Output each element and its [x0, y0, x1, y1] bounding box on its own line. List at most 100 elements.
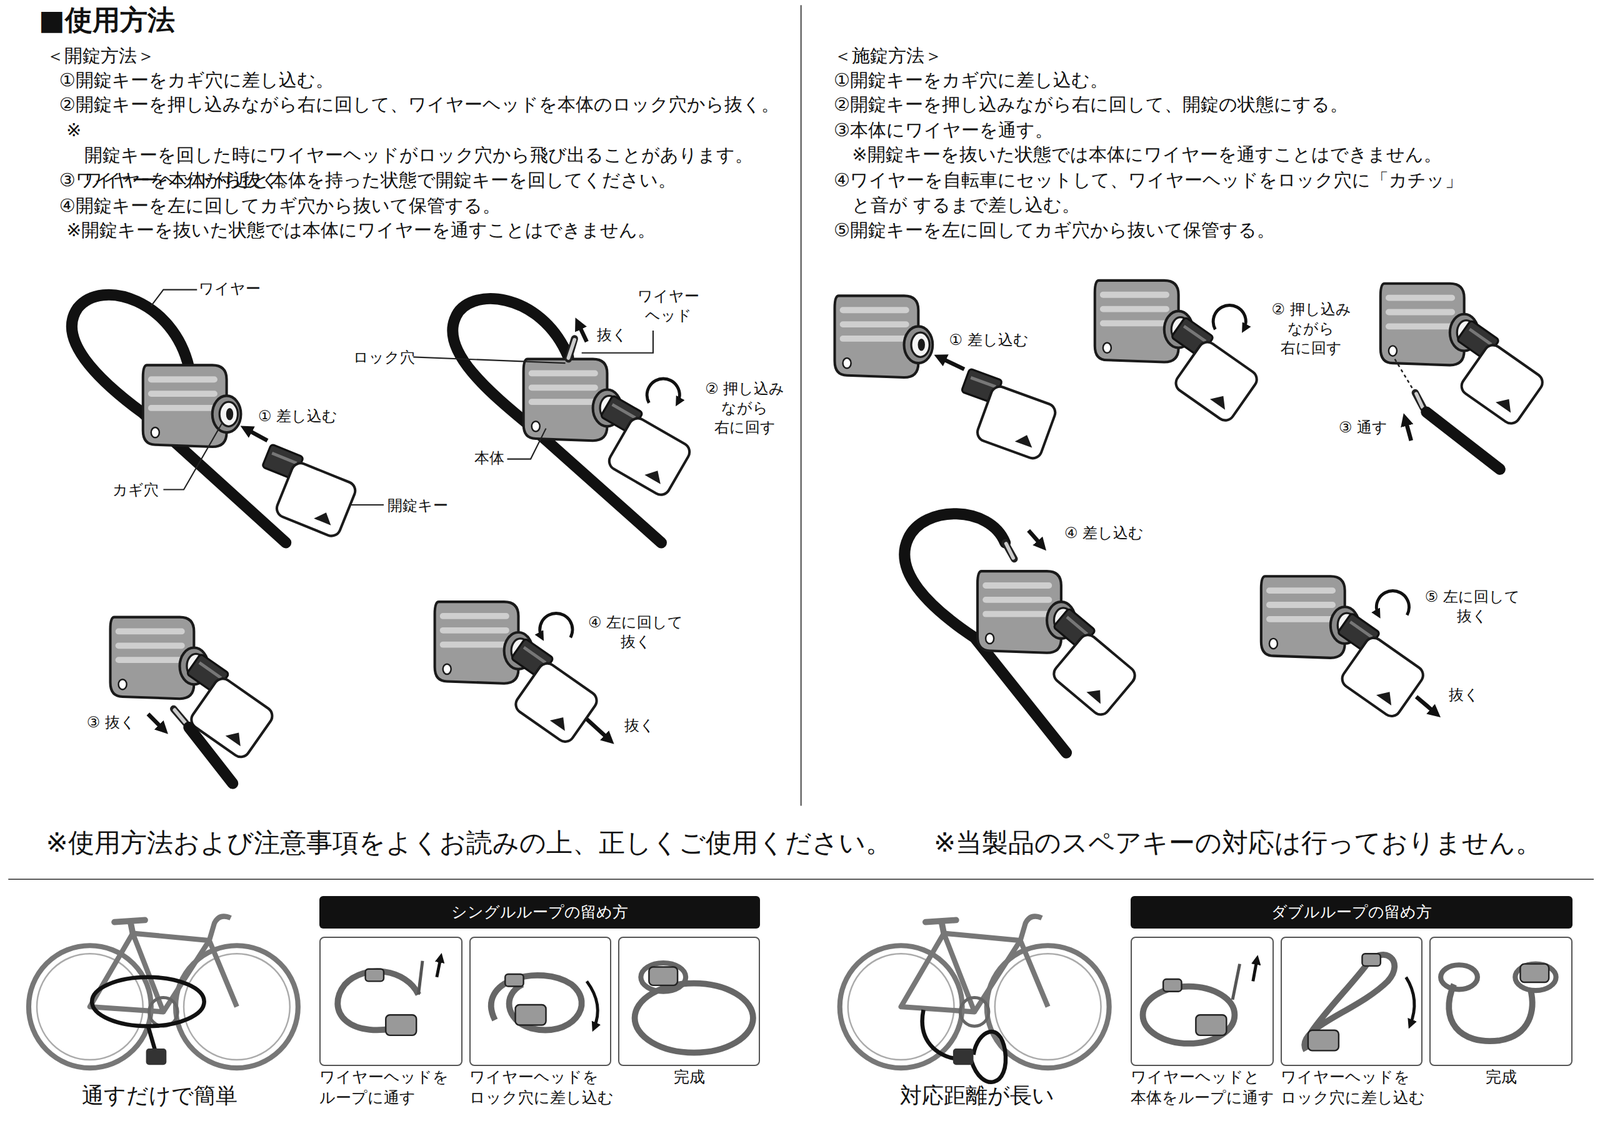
single-loop-step-3: [648, 967, 678, 986]
callout-step: ③ 抜く: [86, 713, 136, 733]
lock-step-1: [835, 295, 934, 378]
double-loop-step-2: [1308, 1030, 1339, 1052]
part-name: 開錠キー: [387, 496, 449, 516]
lock-step-3: [1416, 393, 1423, 407]
step-panel: 完成: [618, 936, 760, 1067]
double-loop-step-3: [1515, 964, 1556, 991]
instruction-step: ①開錠キーをカギ穴に差し込む。: [59, 67, 334, 93]
lock-step-3: [1405, 418, 1412, 441]
lock-step-2: [1148, 316, 1264, 424]
unlock-step-2: [507, 428, 547, 460]
part-name: 本体: [474, 448, 505, 469]
single-loop-step-3: [635, 983, 754, 1054]
instruction-step: ②開錠キーを押し込みながら右に回して、開錠の状態にする。: [833, 91, 1349, 117]
double-loop-step-3: [1520, 964, 1549, 983]
double-loop-step-2: [1304, 955, 1395, 1051]
lock-step-4: [1028, 608, 1143, 719]
bicycle-single-loop: [148, 1026, 155, 1051]
bicycle-single-loop: [28, 916, 299, 1069]
double-loop-step-1: [1253, 958, 1258, 982]
lock-step-5: [1261, 576, 1437, 720]
unlock-step-4: [540, 613, 573, 638]
double-loop-step-2: [1361, 953, 1380, 967]
bar-heading: シングルループの留め方: [451, 901, 629, 923]
lock-step-4: [1005, 542, 1015, 559]
step-caption: ワイヤーヘッドを ロック穴に差し込む: [1280, 1067, 1428, 1109]
header-bar: シングルループの留め方: [319, 896, 760, 929]
unlock-step-1: [143, 365, 242, 447]
step-caption: 完成: [619, 1067, 759, 1089]
double-loop-step-1: [1232, 964, 1240, 1000]
callout-step: ② 押し込み ながら 右に回す: [701, 379, 789, 438]
callout-step: ① 差し込む: [948, 330, 1029, 350]
double-loop-step-3: [1448, 984, 1532, 1042]
instruction-step: ④開錠キーを左に回してカギ穴から抜いて保管する。: [59, 193, 501, 219]
section-heading: ＜開錠方法＞: [46, 43, 155, 69]
caution-note: ※開錠キーを抜いた状態では本体にワイヤーを通すことはできません。: [851, 141, 1442, 167]
unlock-step-3: [188, 727, 233, 784]
lock-step-1: [938, 356, 965, 370]
lock-step-3: [1426, 411, 1500, 469]
step-caption: ワイヤーヘッドを ロック穴に差し込む: [469, 1067, 617, 1109]
callout-step: ② 押し込み ながら 右に回す: [1267, 300, 1355, 359]
footer-note: ※使用方法および注意事項をよくお読みの上、正しくご使用ください。: [46, 826, 892, 860]
double-loop-step-1: [1195, 1015, 1227, 1036]
part-name: カギ穴: [112, 480, 159, 500]
step-caption: 完成: [1430, 1067, 1572, 1089]
double-loop-step-2: [1304, 953, 1415, 1051]
unlock-step-4: [488, 638, 604, 746]
lock-step-4: [1028, 530, 1044, 547]
lock-step-5: [1376, 591, 1409, 616]
single-loop-step-1: [385, 1015, 417, 1036]
bicycle-double-loop: [840, 916, 1110, 1082]
unlock-step-1: [71, 295, 286, 544]
footer-note: ※当製品のスペアキーの対応は行っておりません。: [933, 826, 1542, 860]
step-panel: ワイヤーヘッドと 本体をループに通す: [1130, 936, 1274, 1067]
single-loop-step-1: [436, 956, 442, 978]
unlock-step-3: [148, 714, 165, 731]
page-title: ■使用方法: [38, 1, 175, 38]
single-loop-step-2: [491, 974, 599, 1031]
single-loop-step-2: [586, 981, 598, 1029]
callout-step: ③ 通す: [1338, 418, 1388, 438]
unlock-step-1: [245, 428, 268, 442]
single-loop-step-2: [505, 974, 524, 987]
instruction-step: ③本体にワイヤーを通す。: [833, 117, 1054, 143]
unlock-step-4: [435, 601, 534, 684]
unlock-step-1: [151, 290, 197, 307]
feature-caption: 通すだけで簡単: [81, 1081, 238, 1110]
unlock-step-3: [110, 617, 209, 700]
lock-step-3: [1380, 283, 1550, 470]
header-bar: ダブルループの留め方: [1130, 896, 1573, 929]
lock-step-4: [1006, 543, 1014, 559]
lock-step-2: [1095, 280, 1194, 363]
lock-step-2: [1095, 280, 1264, 424]
unlock-step-2: [646, 378, 680, 404]
single-loop-step-1: [365, 969, 384, 982]
double-loop-step-1: [1142, 986, 1235, 1044]
unlock-step-3: [174, 710, 185, 723]
unlock-step-3: [173, 709, 187, 724]
unlock-step-3: [164, 653, 280, 761]
lock-step-3: [1380, 283, 1479, 366]
unlock-step-2: [581, 395, 696, 499]
instruction-step: ②開錠キーを押し込みながら右に回して、ワイヤーヘッドを本体のロック穴から抜く。: [59, 91, 780, 117]
instruction-step: ③ワイヤーを本体から抜く。: [59, 167, 298, 193]
lock-step-3: [1415, 392, 1424, 408]
lock-step-5: [1416, 696, 1437, 715]
step-caption: ワイヤーヘッドと 本体をループに通す: [1130, 1067, 1278, 1109]
part-name: ロック穴: [353, 348, 415, 368]
callout-action: 抜く: [596, 325, 628, 345]
section-divider: [8, 878, 1594, 880]
caution-note: ※開錠キーを抜いた状態では本体にワイヤーを通すことはできません。: [66, 217, 656, 243]
feature-caption: 対応距離が長い: [900, 1081, 1055, 1110]
lock-step-2: [1213, 305, 1246, 330]
lock-step-3: [1434, 320, 1550, 427]
section-heading: ＜施錠方法＞: [833, 43, 943, 69]
unlock-step-2: [413, 356, 565, 364]
unlock-step-1: [247, 444, 360, 539]
instruction-step: ⑤開錠キーを左に回してカギ穴から抜いて保管する。: [833, 217, 1275, 243]
lock-step-5: [1315, 613, 1430, 720]
unlock-step-2: [577, 322, 587, 342]
step-caption: ワイヤーヘッドを ループに通す: [319, 1067, 467, 1109]
